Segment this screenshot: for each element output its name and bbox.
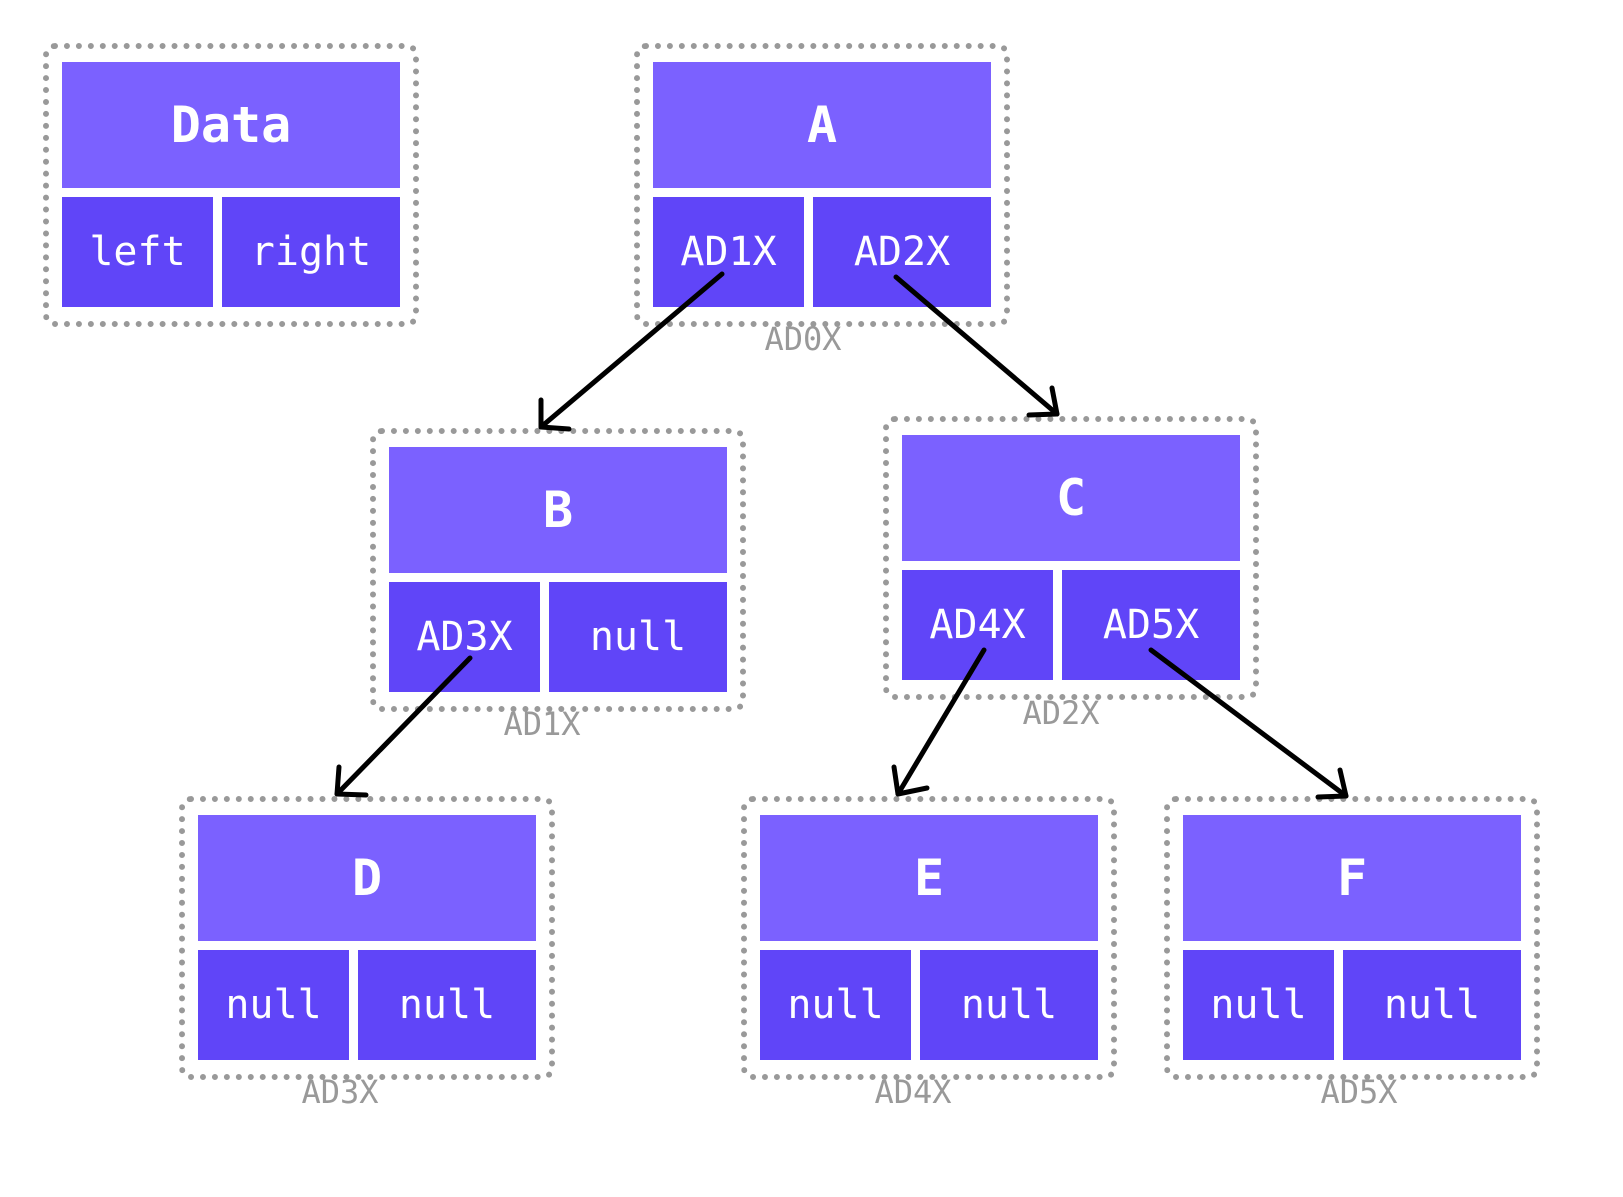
node-c-address: AD2X — [1022, 694, 1100, 732]
node-b-right-pointer: null — [549, 582, 727, 692]
node-a: A AD1X AD2X — [634, 43, 1010, 327]
node-b-data: B — [389, 447, 727, 573]
node-e-address: AD4X — [874, 1073, 952, 1111]
node-b-left-pointer: AD3X — [389, 582, 540, 692]
node-d-right-pointer: null — [358, 950, 536, 1060]
node-f-data: F — [1183, 815, 1521, 941]
legend-node: Data left right — [43, 43, 419, 327]
legend-left-cell: left — [62, 197, 213, 307]
node-d-data: D — [198, 815, 536, 941]
node-e-data: E — [760, 815, 1098, 941]
node-a-right-pointer: AD2X — [813, 197, 991, 307]
node-c: C AD4X AD5X — [883, 416, 1259, 700]
node-b: B AD3X null — [370, 428, 746, 712]
node-e: E null null — [741, 796, 1117, 1080]
node-f-left-pointer: null — [1183, 950, 1334, 1060]
node-d-address: AD3X — [301, 1073, 379, 1111]
node-f-right-pointer: null — [1343, 950, 1521, 1060]
node-e-right-pointer: null — [920, 950, 1098, 1060]
node-b-address: AD1X — [503, 705, 581, 743]
legend-right-cell: right — [222, 197, 400, 307]
node-e-left-pointer: null — [760, 950, 911, 1060]
legend-data-cell: Data — [62, 62, 400, 188]
node-a-data: A — [653, 62, 991, 188]
node-c-right-pointer: AD5X — [1062, 570, 1240, 680]
node-d-left-pointer: null — [198, 950, 349, 1060]
node-f: F null null — [1164, 796, 1540, 1080]
node-a-address: AD0X — [764, 320, 842, 358]
node-d: D null null — [179, 796, 555, 1080]
node-c-left-pointer: AD4X — [902, 570, 1053, 680]
node-a-left-pointer: AD1X — [653, 197, 804, 307]
node-f-address: AD5X — [1320, 1073, 1398, 1111]
node-c-data: C — [902, 435, 1240, 561]
